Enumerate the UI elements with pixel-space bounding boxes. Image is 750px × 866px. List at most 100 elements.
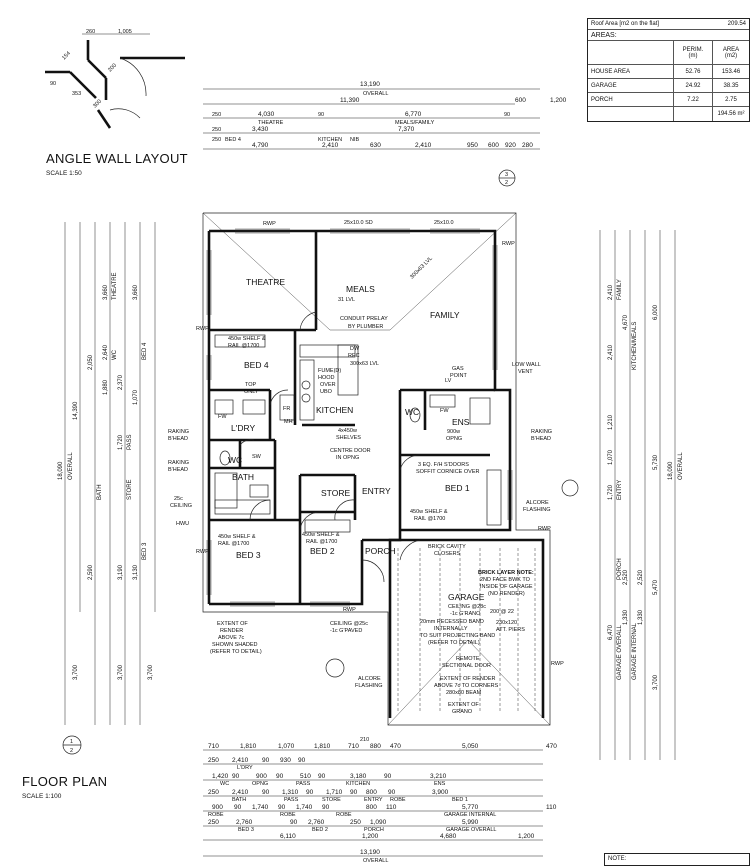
rwp-label: RWP xyxy=(196,326,209,332)
row-name: GARAGE xyxy=(591,82,617,89)
left-word: BED 3 xyxy=(142,542,148,560)
dim-r2: 90 xyxy=(298,757,306,764)
dim-r1: 710 xyxy=(208,743,219,750)
bottom-overall: 13,190 xyxy=(360,849,380,856)
angle-dim: 154 xyxy=(61,51,72,62)
room-bed2: BED 2 xyxy=(310,546,335,556)
section-mark-text: 1 xyxy=(70,739,73,745)
right-dim: 6,000 xyxy=(653,304,659,320)
note: CLOSERS xyxy=(434,551,461,557)
rwp-label: RWP xyxy=(502,241,515,247)
left-dim: 1,880 xyxy=(103,379,109,395)
row-perim: 7.22 xyxy=(673,93,712,106)
dim-r5: 90 xyxy=(234,804,242,811)
room-bed4: BED 4 xyxy=(244,360,269,370)
dim-word: ENTRY xyxy=(364,797,383,803)
note: -1c G'RANO xyxy=(450,611,481,617)
dim-r3: 3,180 xyxy=(350,773,367,780)
note: TO SUIT PROJECTING BAND xyxy=(420,633,495,639)
external-wall xyxy=(400,380,512,532)
angle-wall xyxy=(69,71,97,99)
note: TOP xyxy=(245,382,257,388)
left-dim: 1,720 xyxy=(118,434,124,450)
dim-r6: 90 xyxy=(290,819,298,826)
angle-wall-scale: SCALE 1:50 xyxy=(46,170,82,177)
note: 2ND FACE BWK TO xyxy=(480,577,531,583)
table-row: HOUSE AREA 52.76 153.46 xyxy=(588,65,749,79)
door-swing xyxy=(399,454,421,471)
door-swing xyxy=(334,499,356,521)
angle-wall-layout: 260 1,005 353 200 300 154 90 ANGLE WALL … xyxy=(45,29,188,177)
angle-dim: 300 xyxy=(92,99,103,110)
dim-word: ROBE xyxy=(336,812,352,818)
dim-r1: 1,070 xyxy=(278,743,295,750)
note: FW xyxy=(218,414,227,420)
note-box: NOTE: xyxy=(604,853,750,866)
left-dimensions: 18,090 OVERALL 14,390 3,700 3,660 2,640 … xyxy=(58,222,156,725)
section-mark-text: 2 xyxy=(505,180,508,186)
dim-small: 90 xyxy=(318,112,324,118)
note: FR xyxy=(283,406,290,412)
dim-r3: 90 xyxy=(384,773,392,780)
dim-r2: 250 xyxy=(208,757,219,764)
note: RAKING xyxy=(168,429,189,435)
dim-word: BED 1 xyxy=(452,797,468,803)
dim-r3: 950 xyxy=(467,142,478,149)
robe xyxy=(214,334,266,348)
right-dim: 1,330 xyxy=(623,609,629,625)
right-dim: 1,070 xyxy=(608,449,614,465)
dim-theatre: 4,030 xyxy=(258,111,275,118)
note: BY PLUMBER xyxy=(348,324,383,330)
room-bath: BATH xyxy=(232,472,254,482)
dim-word: PASS xyxy=(296,781,311,787)
room-garage: GARAGE xyxy=(448,592,485,602)
dim-r3: 3,210 xyxy=(430,773,447,780)
dim-word: PASS xyxy=(284,797,299,803)
note: RAIL @1700 xyxy=(414,516,445,522)
dim-r2: 90 xyxy=(262,757,270,764)
dim-word: ROBE xyxy=(390,797,406,803)
right-dim: 1,210 xyxy=(608,414,614,430)
dim-word: NIB xyxy=(350,137,360,143)
dim-r2: 930 xyxy=(280,757,291,764)
dim-word: GARAGE INTERNAL xyxy=(444,812,496,818)
vanity xyxy=(429,394,456,408)
left-overall-word: OVERALL xyxy=(68,452,74,480)
note: (REFER TO DETAIL) xyxy=(210,649,262,655)
note: REC xyxy=(348,353,360,359)
shower xyxy=(469,397,491,425)
note: (REFER TO DETAIL) xyxy=(428,640,480,646)
right-dim: 3,700 xyxy=(653,674,659,690)
note: SOFFIT CORNICE OVER xyxy=(416,469,479,475)
right-dim: 5,470 xyxy=(653,579,659,595)
dim-top-side: 600 xyxy=(515,97,526,104)
note: 230x120 xyxy=(496,620,517,626)
dim-r7: 1,200 xyxy=(518,833,535,840)
dim-r4: 90 xyxy=(306,789,314,796)
dim-r3: 90 xyxy=(276,773,284,780)
note: FUME(D) xyxy=(318,368,341,374)
left-word: WC xyxy=(112,349,118,360)
note: RAKING xyxy=(531,429,552,435)
sub-width: 11,390 xyxy=(340,97,360,104)
note: 280x80 BEAM xyxy=(446,690,482,696)
dim-r1: 5,050 xyxy=(462,743,479,750)
angle-wall xyxy=(96,109,112,129)
dim-word: STORE xyxy=(322,797,341,803)
dim-word: OPNG xyxy=(252,781,268,787)
note: RENDER xyxy=(220,628,243,634)
note: SHOWN SHADED xyxy=(212,642,258,648)
right-overall: 18,090 xyxy=(668,461,674,480)
washer xyxy=(242,399,266,415)
note: BRICK CAVITY xyxy=(428,544,466,550)
left-dim: 14,390 xyxy=(73,401,79,420)
dim-r6: 250 xyxy=(208,819,219,826)
section-mark-text: 3 xyxy=(505,172,508,178)
dim-word: ENS xyxy=(434,781,446,787)
note: CONDUIT PRELAY xyxy=(340,316,388,322)
note: DW xyxy=(350,346,360,352)
dim-word: KITCHEN xyxy=(318,137,342,143)
left-word: STORE xyxy=(127,479,133,500)
door-swing xyxy=(109,108,141,119)
note: VENT xyxy=(518,369,533,375)
